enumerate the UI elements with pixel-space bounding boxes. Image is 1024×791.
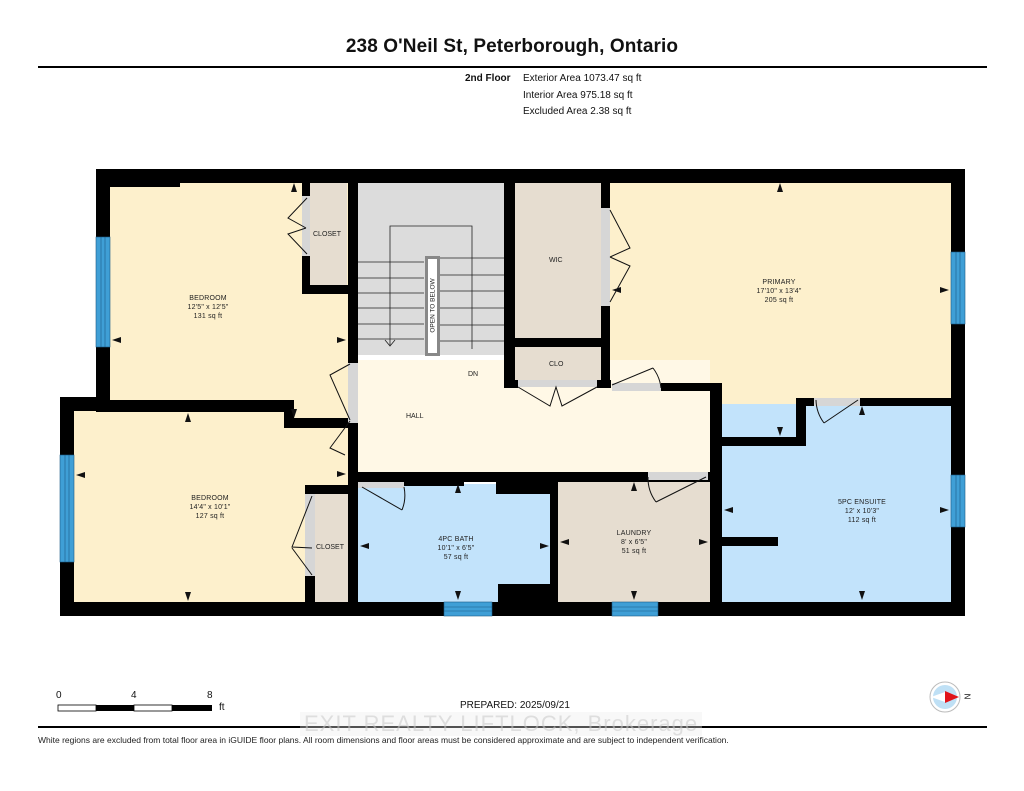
exterior-area: Exterior Area 1073.47 sq ft — [523, 73, 642, 84]
footer-divider — [38, 726, 987, 728]
room-name: LAUNDRY — [616, 530, 652, 537]
label-wic: WIC — [549, 257, 563, 264]
room-dims: 17'10" x 13'4" — [756, 288, 802, 295]
room-bedroom-1: BEDROOM 12'5" x 12'5" 131 sq ft — [158, 294, 258, 321]
scale-tick-4: 4 — [131, 690, 137, 701]
scale-tick-8: 8 — [207, 690, 213, 701]
room-dims: 12' x 10'3" — [844, 508, 880, 515]
scale-bar — [57, 704, 212, 712]
scale-tick-0: 0 — [56, 690, 62, 701]
room-primary: PRIMARY 17'10" x 13'4" 205 sq ft — [729, 278, 829, 305]
room-bedroom-2: BEDROOM 14'4" x 10'1" 127 sq ft — [160, 494, 260, 521]
room-laundry: LAUNDRY 8' x 6'5" 51 sq ft — [584, 529, 684, 556]
room-area: 112 sq ft — [847, 517, 877, 524]
label-open-to-below: OPEN TO BELOW — [429, 278, 437, 333]
disclaimer: White regions are excluded from total fl… — [38, 735, 729, 745]
page-title: 238 O'Neil St, Peterborough, Ontario — [345, 36, 679, 57]
compass-icon — [929, 681, 961, 713]
room-name: BEDROOM — [191, 495, 229, 502]
windows — [59, 236, 966, 617]
room-4pc-bath: 4PC BATH 10'1" x 6'5" 57 sq ft — [406, 535, 506, 562]
room-area: 127 sq ft — [195, 513, 225, 520]
label-closet-bottom: CLOSET — [316, 544, 345, 551]
bedroom-2-fill — [74, 411, 348, 602]
header-divider — [38, 66, 987, 68]
label-dn: DN — [468, 371, 479, 378]
label-hall: HALL — [406, 413, 424, 420]
compass-north-label: N — [962, 693, 972, 700]
interior-area: Interior Area 975.18 sq ft — [523, 90, 633, 101]
room-dims: 12'5" x 12'5" — [187, 304, 229, 311]
room-name: PRIMARY — [762, 279, 796, 286]
prepared-date: PREPARED: 2025/09/21 — [460, 700, 570, 711]
room-name: BEDROOM — [189, 295, 227, 302]
laundry-fill — [558, 482, 710, 602]
room-area: 51 sq ft — [621, 548, 647, 555]
stairs — [358, 225, 504, 349]
room-5pc-ensuite: 5PC ENSUITE 12' x 10'3" 112 sq ft — [812, 498, 912, 525]
room-area: 205 sq ft — [764, 297, 794, 304]
room-dims: 10'1" x 6'5" — [437, 545, 475, 552]
room-dims: 8' x 6'5" — [620, 539, 648, 546]
label-clo: CLO — [549, 361, 564, 368]
brokerage-watermark: EXIT REALTY LIFTLOCK, Brokerage — [300, 712, 703, 736]
label-closet-top: CLOSET — [313, 231, 342, 238]
room-area: 131 sq ft — [193, 313, 223, 320]
room-name: 4PC BATH — [438, 536, 474, 543]
wic-fill — [515, 183, 601, 338]
closet-bottom-fill — [314, 493, 348, 602]
clo-fill — [515, 347, 601, 383]
room-dims: 14'4" x 10'1" — [189, 504, 231, 511]
scale-unit: ft — [219, 702, 225, 713]
closet-top-fill — [309, 183, 347, 286]
floor-name: 2nd Floor — [465, 73, 511, 84]
room-name: 5PC ENSUITE — [837, 499, 887, 506]
excluded-area: Excluded Area 2.38 sq ft — [523, 106, 632, 117]
room-area: 57 sq ft — [443, 554, 469, 561]
